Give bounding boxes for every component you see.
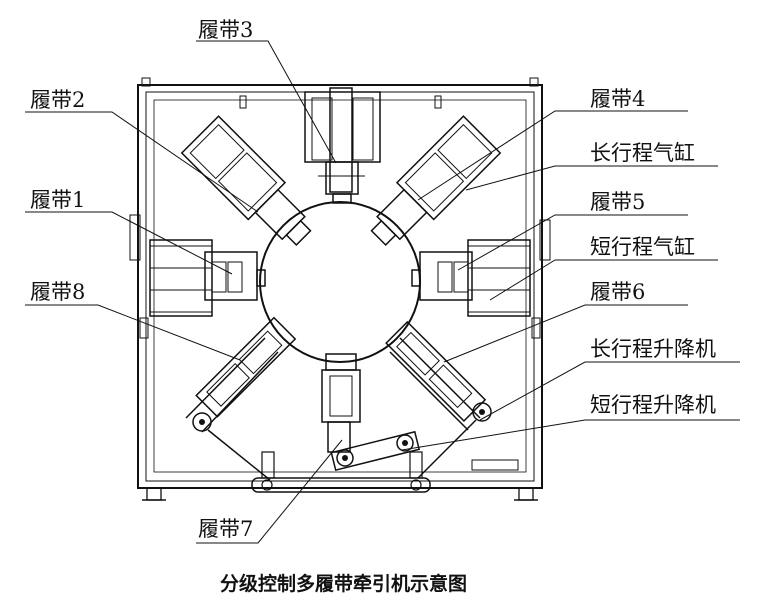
short-lifter-assembly [251,430,519,493]
label-track-8: 履带8 [30,280,85,304]
figure-caption: 分级控制多履带牵引机示意图 [220,572,467,595]
track-1-assembly [149,239,266,317]
label-short-lifter: 短行程升降机 [590,393,716,417]
label-track-3: 履带3 [198,18,253,42]
label-track-4: 履带4 [590,87,645,111]
label-track-1: 履带1 [30,188,85,212]
label-track-5: 履带5 [590,190,645,214]
track-3-assembly [304,87,381,204]
track-4-assembly [370,115,502,246]
track-8-assembly [185,316,297,481]
leader-lines [25,40,740,544]
label-track-7: 履带7 [198,517,253,541]
track-5-assembly [411,239,531,317]
central-pipe-opening [259,201,421,363]
label-short-cylinder: 短行程气缸 [590,235,695,259]
track-6-assembly [385,320,492,479]
label-long-cylinder: 长行程气缸 [590,141,695,165]
track-7-assembly [321,353,361,453]
label-track-6: 履带6 [590,280,645,304]
track-2-assembly [180,115,312,246]
label-track-2: 履带2 [30,88,85,112]
label-long-lifter: 长行程升降机 [590,337,716,361]
